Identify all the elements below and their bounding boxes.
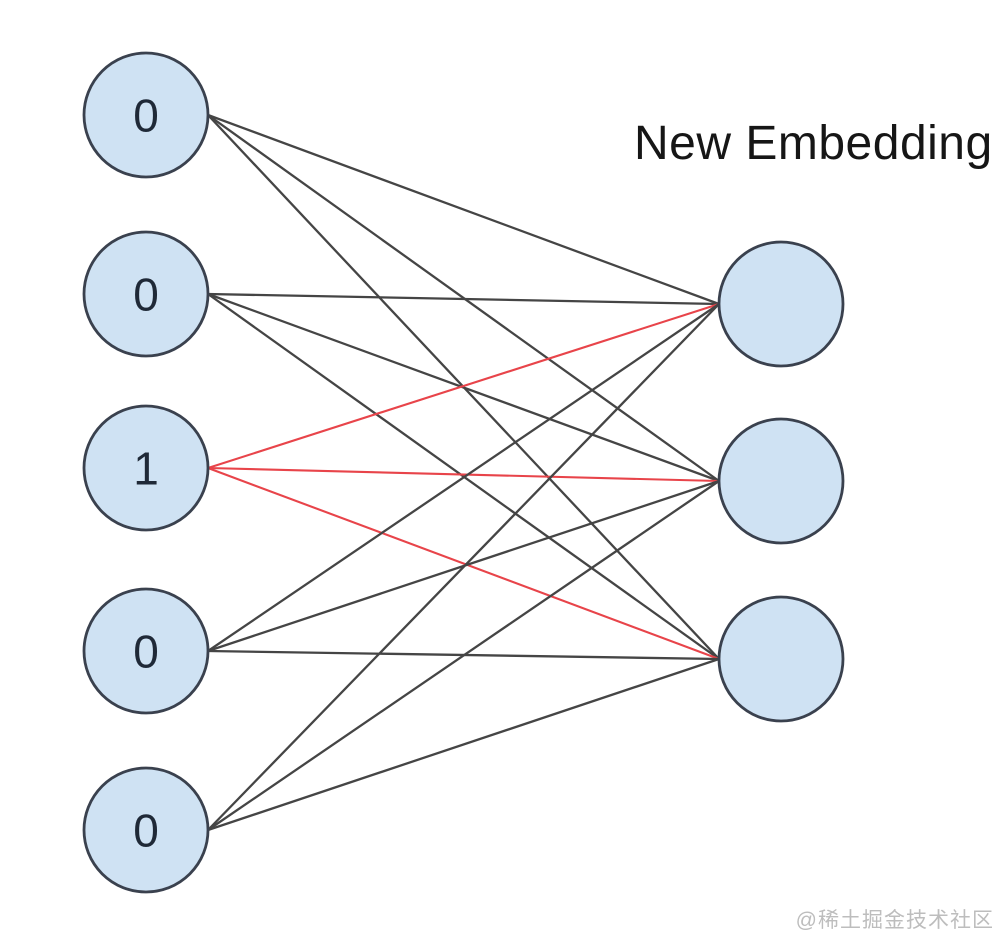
node-value-label: 0 xyxy=(133,626,159,678)
node-value-label: 1 xyxy=(133,443,159,495)
output-node-out-2 xyxy=(717,417,845,545)
edge-in-4-out-1 xyxy=(206,302,721,653)
input-node-circle xyxy=(82,587,210,715)
input-node-in-2: 0 xyxy=(82,230,210,358)
edge-in-1-out-1 xyxy=(206,113,721,306)
node-value-label: 0 xyxy=(133,269,159,321)
node-value-label: 0 xyxy=(133,90,159,142)
input-node-circle xyxy=(82,404,210,532)
edge-in-5-out-3 xyxy=(206,657,721,832)
input-node-in-3: 1 xyxy=(82,404,210,532)
input-node-in-5: 0 xyxy=(82,766,210,894)
output-node-circle xyxy=(717,595,845,723)
output-node-circle xyxy=(717,240,845,368)
diagram-title: New Embedding xyxy=(634,117,993,170)
watermark-text: @稀土掘金技术社区 xyxy=(795,909,994,932)
output-node-out-1 xyxy=(717,240,845,368)
output-node-circle xyxy=(717,417,845,545)
input-node-circle xyxy=(82,766,210,894)
edge-in-5-out-1 xyxy=(206,302,721,832)
edge-in-3-out-3-highlighted xyxy=(206,466,721,661)
input-node-circle xyxy=(82,51,210,179)
input-node-in-1: 0 xyxy=(82,51,210,179)
input-node-circle xyxy=(82,230,210,358)
edge-in-5-out-2 xyxy=(206,479,721,832)
node-value-label: 0 xyxy=(133,805,159,857)
edge-in-2-out-1 xyxy=(206,292,721,306)
input-node-in-4: 0 xyxy=(82,587,210,715)
edge-in-3-out-1-highlighted xyxy=(206,302,721,470)
edge-in-2-out-2 xyxy=(206,292,721,483)
output-node-out-3 xyxy=(717,595,845,723)
edge-in-3-out-2-highlighted xyxy=(206,466,721,483)
